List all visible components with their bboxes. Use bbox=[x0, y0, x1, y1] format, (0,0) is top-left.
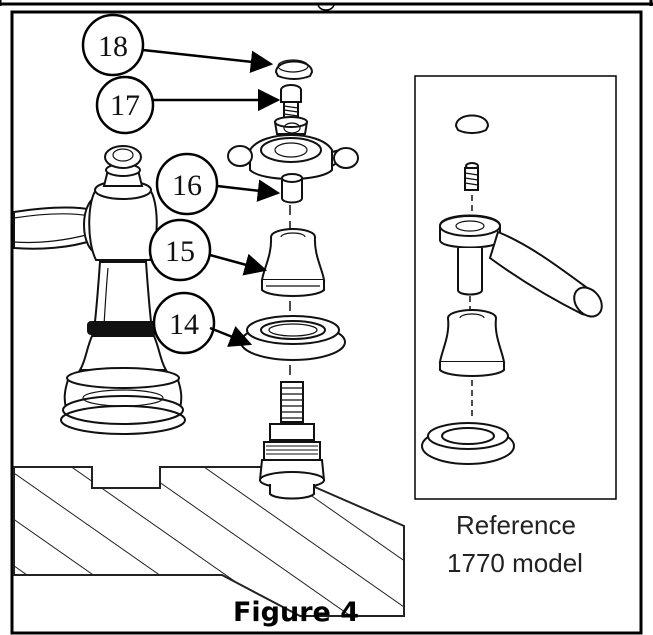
part-cap bbox=[274, 59, 314, 80]
callout-18: 18 bbox=[81, 13, 274, 77]
part-valve-cartridge bbox=[258, 381, 326, 500]
callout-14-label: 14 bbox=[169, 308, 199, 341]
faucet-body bbox=[13, 145, 186, 435]
callout-14: 14 bbox=[152, 291, 253, 355]
part-screw bbox=[280, 84, 302, 119]
part-bonnet bbox=[260, 228, 326, 297]
callout-16: 16 bbox=[155, 152, 281, 216]
part-cross-handle bbox=[227, 116, 359, 204]
reference-escutcheon bbox=[421, 422, 515, 465]
callout-16-label: 16 bbox=[172, 169, 202, 202]
reference-lever-handle bbox=[439, 114, 603, 318]
reference-bonnet bbox=[438, 309, 506, 420]
callout-17: 17 bbox=[95, 75, 281, 135]
top-frame-strip bbox=[0, 0, 653, 11]
figure-caption: Figure 4 bbox=[233, 597, 359, 628]
callout-15: 15 bbox=[148, 218, 268, 282]
reference-label-line1: Reference bbox=[456, 510, 576, 540]
part-escutcheon bbox=[240, 315, 346, 361]
callout-15-label: 15 bbox=[165, 235, 195, 268]
callout-18-label: 18 bbox=[98, 30, 128, 63]
callout-17-label: 17 bbox=[110, 89, 140, 122]
reference-label-line2: 1770 model bbox=[447, 548, 583, 578]
